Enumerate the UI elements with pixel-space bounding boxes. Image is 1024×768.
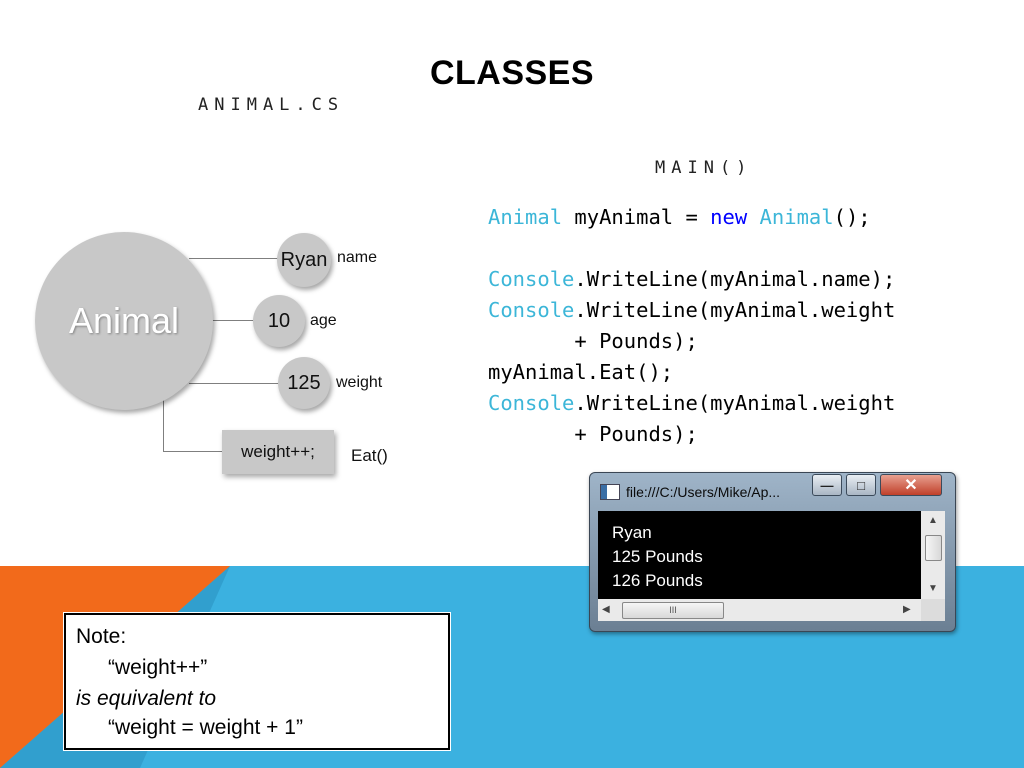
connector-name <box>189 258 279 259</box>
close-icon: ✕ <box>904 477 918 494</box>
class-name: Animal <box>68 300 180 341</box>
code-text: (); <box>833 205 871 229</box>
scroll-up-icon[interactable]: ▲ <box>928 515 938 526</box>
console-app-icon <box>600 484 620 500</box>
code-keyword-new: new <box>710 205 748 229</box>
console-output: Ryan 125 Pounds 126 Pounds <box>612 521 703 593</box>
horizontal-scrollbar[interactable]: ◀ III ▶ <box>598 599 921 621</box>
resize-grip[interactable] <box>921 599 945 621</box>
code-type: Console <box>488 267 575 291</box>
code-text: .WriteLine(myAnimal.name); <box>574 267 896 291</box>
code-type: Animal <box>488 205 563 229</box>
field-weight-label: weight <box>336 374 383 391</box>
note-line: is equivalent to <box>76 687 217 710</box>
field-age-value: 10 <box>267 309 291 332</box>
connector-method-vertical <box>163 400 164 452</box>
code-text: + Pounds); <box>488 329 698 353</box>
scroll-down-icon[interactable]: ▼ <box>928 583 938 594</box>
code-text <box>747 205 759 229</box>
scroll-right-icon[interactable]: ▶ <box>903 604 911 615</box>
console-line: 125 Pounds <box>612 547 703 566</box>
field-age-circle: 10 <box>253 295 305 347</box>
connector-weight <box>189 383 279 384</box>
console-line: 126 Pounds <box>612 571 703 590</box>
minimize-icon: — <box>820 477 834 493</box>
code-type: Console <box>488 391 575 415</box>
connector-method-horizontal <box>163 451 223 452</box>
code-text: myAnimal.Eat(); <box>488 360 674 384</box>
field-weight-circle: 125 <box>278 357 330 409</box>
console-window: file:///C:/Users/Mike/Ap... — □ ✕ Ryan 1… <box>589 472 956 632</box>
scroll-left-icon[interactable]: ◀ <box>602 604 610 615</box>
close-button[interactable]: ✕ <box>880 474 942 496</box>
horizontal-scroll-thumb[interactable]: III <box>622 602 724 619</box>
minimize-button[interactable]: — <box>812 474 842 496</box>
main-code-block: Animal myAnimal = new Animal(); Console.… <box>488 202 895 450</box>
code-text: .WriteLine(myAnimal.weight <box>574 391 896 415</box>
slide-title: CLASSES <box>429 54 595 92</box>
vertical-scroll-thumb[interactable] <box>925 535 942 561</box>
note-line: “weight = weight + 1” <box>108 716 303 739</box>
console-window-title: file:///C:/Users/Mike/Ap... <box>626 484 781 500</box>
code-text: .WriteLine(myAnimal.weight <box>574 298 896 322</box>
field-weight-value: 125 <box>287 371 321 394</box>
note-box: Note: “weight++” is equivalent to “weigh… <box>64 613 450 750</box>
console-line: Ryan <box>612 523 652 542</box>
animal-cs-heading: ANIMAL.CS <box>198 95 345 115</box>
console-output-area: Ryan 125 Pounds 126 Pounds <box>598 511 921 599</box>
field-age-label: age <box>310 312 337 329</box>
main-heading: MAIN() <box>655 158 753 178</box>
field-name-circle: Ryan <box>277 233 331 287</box>
code-text: + Pounds); <box>488 422 698 446</box>
code-type: Console <box>488 298 575 322</box>
method-body-box: weight++; <box>222 430 334 474</box>
code-text: myAnimal = <box>562 205 711 229</box>
code-type: Animal <box>759 205 834 229</box>
animal-class-circle: Animal <box>35 232 213 410</box>
field-name-label: name <box>337 249 378 266</box>
maximize-icon: □ <box>857 477 865 493</box>
field-name-value: Ryan <box>280 248 328 271</box>
vertical-scrollbar[interactable]: ▲ ▼ <box>921 511 945 599</box>
note-line: “weight++” <box>108 656 208 679</box>
connector-age <box>210 320 255 321</box>
maximize-button[interactable]: □ <box>846 474 876 496</box>
note-title: Note: <box>76 625 127 648</box>
method-name-label: Eat() <box>351 446 388 465</box>
